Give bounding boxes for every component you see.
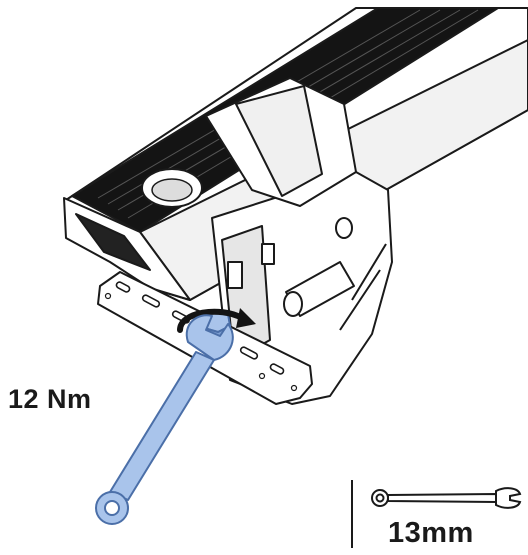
wrench-ring-hole bbox=[104, 500, 120, 516]
bracket-rib bbox=[351, 243, 387, 301]
collar-band bbox=[235, 85, 323, 197]
bracket-window-2 bbox=[261, 243, 275, 265]
lock-hole-inner bbox=[151, 178, 193, 202]
bracket-window bbox=[227, 261, 243, 289]
wrench-icon bbox=[95, 314, 234, 525]
wrench-size-value: 13mm bbox=[388, 517, 474, 549]
wrench-jaw bbox=[185, 314, 234, 361]
combination-wrench-icon bbox=[371, 487, 522, 509]
plate-slots bbox=[115, 281, 285, 375]
plate-holes bbox=[104, 292, 298, 392]
pivot-pin-end bbox=[283, 291, 303, 317]
end-cap-inner bbox=[75, 213, 151, 271]
wrench-handle bbox=[109, 351, 215, 501]
bracket-rib-2 bbox=[339, 269, 381, 331]
pivot-hole bbox=[335, 217, 353, 239]
torque-value: 12 Nm bbox=[8, 384, 92, 414]
rotate-arrow-icon bbox=[177, 308, 256, 333]
